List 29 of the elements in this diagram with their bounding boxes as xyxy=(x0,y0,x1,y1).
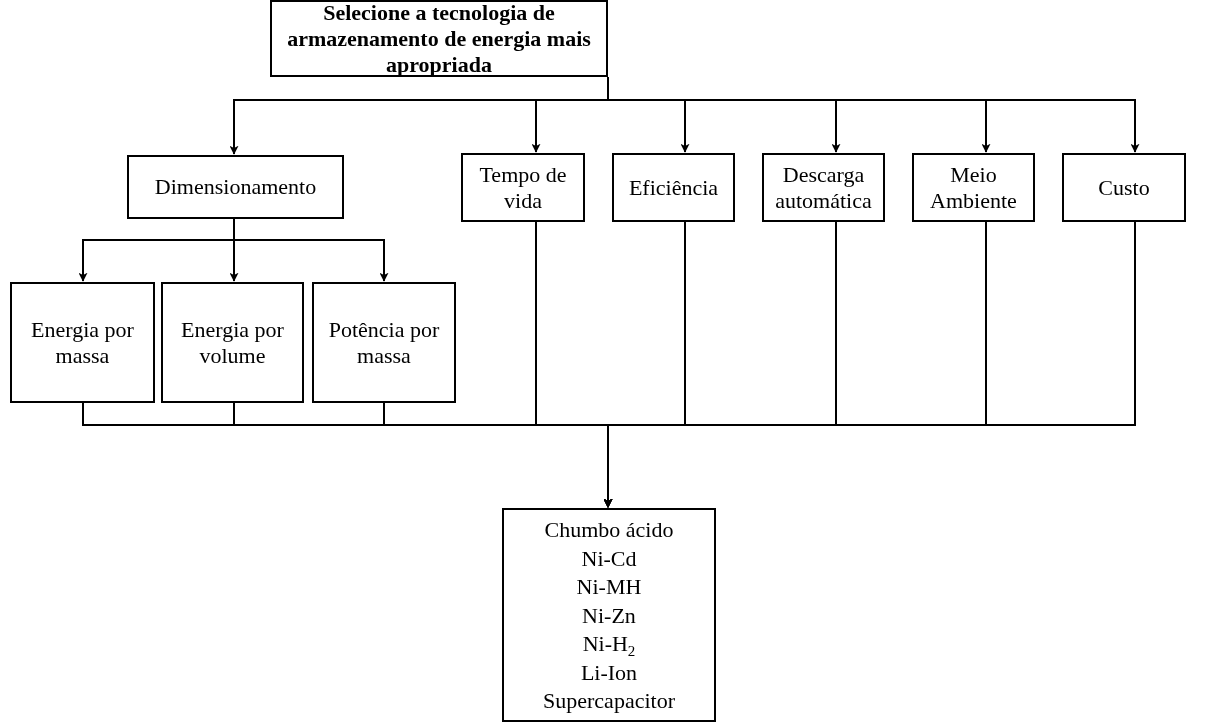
node-text: Energia por volume xyxy=(180,316,285,369)
process-box xyxy=(312,282,456,403)
process-box xyxy=(502,508,716,722)
arrow xyxy=(603,221,1136,508)
node-text: Supercapacitor xyxy=(543,687,675,715)
node-text: Ni-H$_{2}$ xyxy=(582,630,636,659)
node-text: Custo xyxy=(1098,174,1150,201)
process-box xyxy=(762,153,885,222)
node-text: Potência por massa xyxy=(327,316,441,369)
node-text: Chumbo ácido xyxy=(544,516,674,544)
process-box xyxy=(612,153,735,222)
process-box xyxy=(161,282,304,403)
node-text: Energia por massa xyxy=(30,316,135,369)
process-box xyxy=(912,153,1035,222)
node-text: Tempo de vida xyxy=(478,161,568,214)
process-box xyxy=(461,153,585,222)
process-box xyxy=(10,282,155,403)
node-text: Ni-Cd xyxy=(581,544,637,573)
node-text: Eficiência xyxy=(628,174,719,201)
node-text: Ni-MH xyxy=(576,573,642,601)
node-text: Dimensionamento xyxy=(154,174,317,200)
node-text: Li-Ion xyxy=(580,658,638,687)
node-text: Selecione a tecnologia de armazenamento de energia mais apropriada xyxy=(286,0,592,78)
arrow xyxy=(233,218,389,282)
process-box xyxy=(127,155,344,219)
process-box xyxy=(1062,153,1186,222)
node-text: Meio Ambiente xyxy=(929,161,1018,214)
node-text: Ni-Zn xyxy=(582,601,636,630)
node-text: Descarga automática xyxy=(774,161,873,214)
